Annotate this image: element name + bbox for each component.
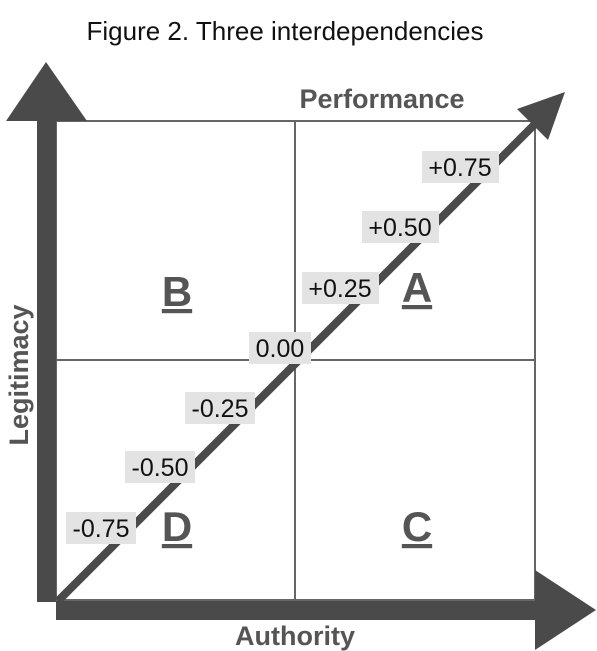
tick-minus-075: -0.75 [66, 512, 136, 544]
tick-plus-025: +0.25 [302, 272, 379, 304]
tick-label: -0.75 [73, 515, 130, 543]
legitimacy-label: Legitimacy [4, 304, 34, 445]
tick-plus-050: +0.50 [362, 211, 439, 243]
performance-arrowhead [517, 92, 565, 140]
performance-label: Performance [299, 84, 464, 114]
tick-label-bg [362, 211, 439, 243]
authority-label: Authority [235, 621, 355, 651]
tick-label-bg [125, 451, 195, 483]
tick-label: +0.75 [428, 154, 491, 182]
tick-plus-075: +0.75 [422, 151, 499, 183]
tick-label-bg [249, 332, 311, 364]
tick-label-bg [302, 272, 379, 304]
quadrant-b-label: B [162, 268, 192, 315]
tick-zero: 0.00 [249, 332, 311, 364]
y-axis-shaft [37, 115, 56, 602]
tick-label: 0.00 [256, 335, 305, 363]
x-axis-shaft [56, 601, 538, 620]
quadrant-a-label: A [402, 264, 432, 311]
tick-label-bg [185, 392, 255, 424]
tick-label: -0.25 [192, 395, 249, 423]
tick-label: +0.50 [368, 214, 431, 242]
tick-minus-025: -0.25 [185, 392, 255, 424]
tick-minus-050: -0.50 [125, 451, 195, 483]
tick-label: +0.25 [308, 275, 371, 303]
x-axis-arrowhead [535, 570, 596, 650]
tick-label: -0.50 [132, 454, 189, 482]
tick-label-bg [66, 512, 136, 544]
tick-label-bg [422, 151, 499, 183]
y-axis-arrowhead [6, 62, 87, 121]
figure-title: Figure 2. Three interdependencies [86, 16, 484, 46]
quadrant-d-label: D [162, 503, 192, 550]
quadrant-c-label: C [402, 503, 432, 550]
